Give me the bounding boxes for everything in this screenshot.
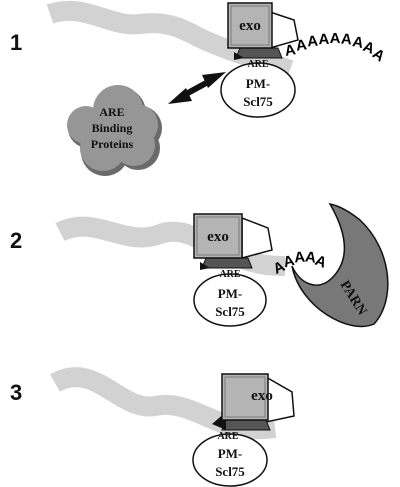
binding-label-line-3: Proteins: [91, 137, 134, 151]
parn-enzyme: [291, 202, 389, 328]
polya-tail-1: A A A A A A A A A: [283, 30, 388, 65]
exo-label-3: exo: [251, 388, 273, 404]
panel-number-2: 2: [10, 228, 22, 253]
pm-scl75-protein-2: [193, 273, 267, 327]
are-label-3: ARE: [217, 431, 238, 442]
exosome-complex-3: [212, 373, 295, 431]
panel-number-3: 3: [10, 380, 22, 405]
exosome-complex-2: [193, 213, 273, 270]
svg-text:A: A: [295, 36, 308, 54]
panel-2: 2 PARN PM- Scl75 exo ARE A A A A A: [10, 202, 389, 328]
panel-number-1: 1: [10, 30, 22, 55]
svg-text:A: A: [340, 31, 352, 49]
exosome-complex-1: [227, 2, 299, 60]
binding-label-line-2: Binding: [92, 121, 133, 135]
exo-label-1: exo: [239, 18, 261, 34]
svg-text:A: A: [281, 252, 296, 271]
binding-label-line-1: ARE: [99, 105, 124, 119]
svg-text:A: A: [330, 30, 341, 47]
pm-scl75-protein-3: [192, 433, 268, 487]
scl75-label-3: Scl75: [215, 464, 245, 479]
are-binding-proteins-cloud: [67, 85, 162, 176]
svg-text:A: A: [304, 248, 317, 266]
pm-label-2: PM-: [218, 286, 243, 301]
svg-text:A: A: [318, 31, 330, 48]
rna-strand-2: [55, 216, 286, 276]
svg-text:A: A: [293, 249, 305, 267]
are-label-1: ARE: [247, 59, 268, 70]
svg-text:A: A: [283, 41, 297, 60]
panel-1: 1 ARE Binding Proteins PM- S: [10, 0, 388, 176]
pm-label-3: PM-: [218, 446, 243, 461]
pm-label-1: PM-: [246, 76, 271, 91]
svg-text:A: A: [306, 33, 318, 51]
panel-3: 3 PM- Scl75 exo ARE: [10, 367, 295, 487]
exo-label-2: exo: [207, 229, 229, 245]
pm-scl75-protein-1: [220, 62, 296, 118]
polya-tail-2: A A A A A: [271, 248, 329, 278]
scl75-label-2: Scl75: [215, 304, 245, 319]
scl75-label-1: Scl75: [243, 94, 273, 109]
svg-text:A: A: [351, 33, 365, 52]
are-label-2: ARE: [219, 269, 240, 280]
double-arrow-icon: [168, 72, 226, 104]
